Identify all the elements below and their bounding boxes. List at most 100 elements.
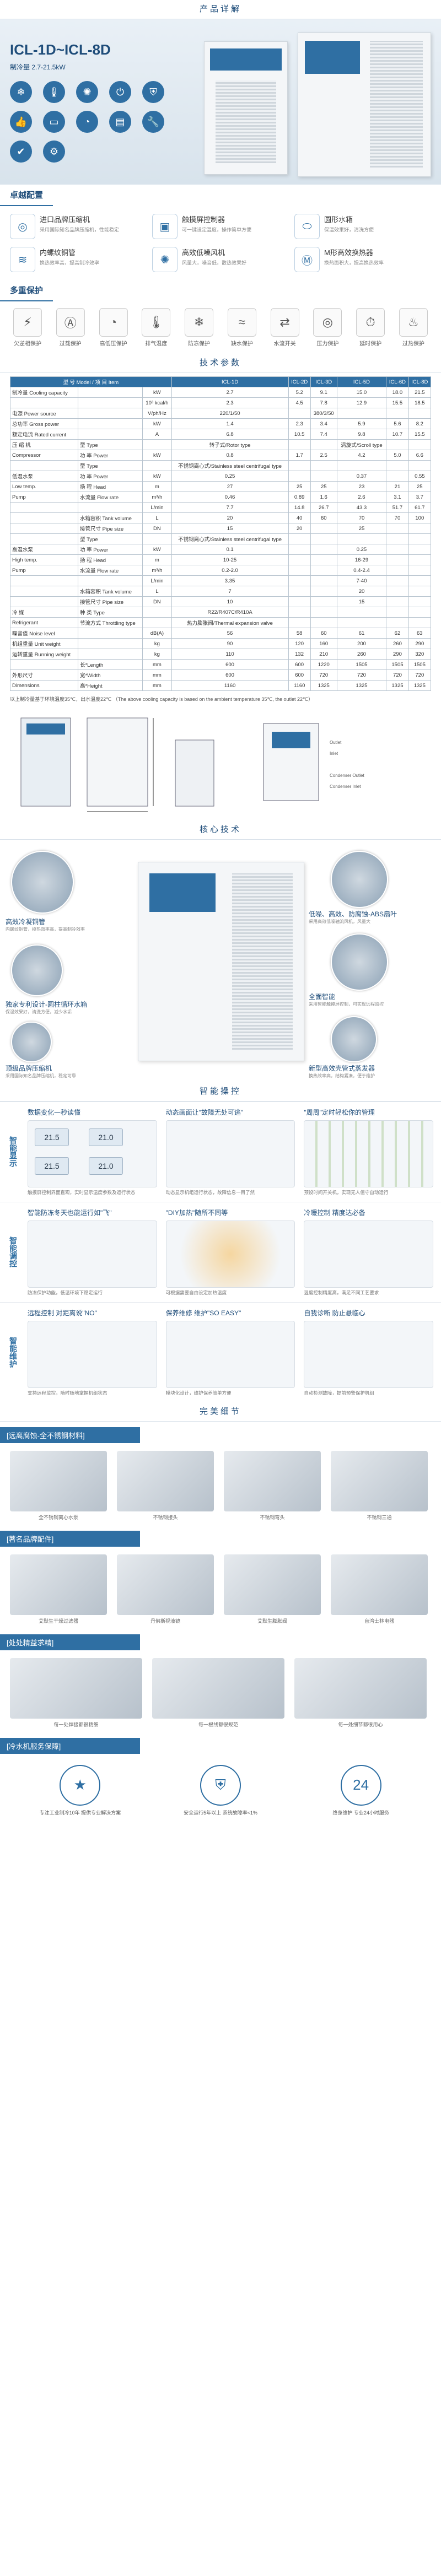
spec-cell: 高*Height <box>77 680 143 691</box>
spec-cell <box>386 565 409 576</box>
flow-switch-icon: ⇄ <box>270 308 299 337</box>
spec-cell: 10³ kcal/h <box>142 397 172 408</box>
spec-cell: 40 <box>288 512 311 523</box>
setting-icon: ⚙ <box>43 141 65 163</box>
spec-cell <box>386 471 409 482</box>
spec-cell <box>288 586 311 597</box>
spec-cell <box>408 460 432 471</box>
feature-title: 圆形水箱 <box>324 215 353 224</box>
protection-item: ⚡欠逆相保护 <box>10 308 45 347</box>
spec-cell: 外形尺寸 <box>10 669 78 681</box>
spec-cell <box>288 607 311 618</box>
spec-cell: 不锈钢离心式/Stainless steel centrifugal type <box>171 533 289 544</box>
spec-cell <box>310 460 337 471</box>
spec-cell: 15.5 <box>386 397 409 408</box>
spec-cell: 1325 <box>408 680 432 691</box>
tee-photo <box>331 1450 428 1511</box>
heat-exchanger-icon: Ⓜ <box>294 247 320 272</box>
callout-title: 低噪、高效、防腐蚀-ABS扇叶 <box>309 910 397 918</box>
lcd-value: 21.0 <box>89 1157 123 1175</box>
spec-cell <box>408 607 432 618</box>
spec-cell: 9.1 <box>310 387 337 398</box>
core-callout: 独家专利设计-圆柱循环水箱保温效果好，清洗方便，减少水垢 <box>6 1000 127 1015</box>
spec-cell: 600 <box>171 669 289 681</box>
feature-title: 内螺纹铜管 <box>40 249 76 257</box>
smart-box-title: "DIY加热"随所不同等 <box>165 1208 228 1217</box>
compressor-photo <box>11 1022 52 1062</box>
contactor-photo <box>331 1554 428 1615</box>
spec-cell <box>408 523 432 534</box>
spec-cell: 0.8 <box>171 450 289 461</box>
spec-cell: 10.7 <box>386 429 409 440</box>
core-callout: 全面智能采用智能触摸屏控制，可实现远程监控 <box>309 992 435 1007</box>
spec-cell: 10-25 <box>171 554 289 565</box>
core-callout: 低噪、高效、防腐蚀-ABS扇叶采用高效低噪轴流风机，风量大 <box>309 909 435 925</box>
spec-cell: 冷 媒 <box>10 607 78 618</box>
spec-cell: 600 <box>288 659 311 670</box>
service-text: 专注工业制冷10年 提供专业解决方案 <box>39 1810 121 1816</box>
smart-box-title: 数据变化一秒读懂 <box>28 1109 81 1116</box>
spec-cell <box>77 397 143 408</box>
maintenance-image <box>165 1320 295 1388</box>
smart-box-desc: 支持远程监控，随时随地掌握机组状态 <box>28 1390 107 1396</box>
spec-model-col: ICL-6D <box>386 376 409 387</box>
spec-cell <box>288 575 311 586</box>
feature-desc: 保温效果好，清洗方便 <box>324 227 374 233</box>
spec-cell: 1160 <box>171 680 289 691</box>
spec-cell: 1.7 <box>288 450 311 461</box>
spec-cell: 涡旋式/Scroll type <box>336 439 387 450</box>
spec-cell: 种 类 Type <box>77 607 143 618</box>
spec-cell: 60 <box>310 628 337 639</box>
spec-cell: 宽*Width <box>77 669 143 681</box>
spec-cell <box>288 596 311 607</box>
spec-cell <box>310 533 337 544</box>
gauge-icon: ◎ <box>313 308 342 337</box>
antifreeze-image <box>28 1220 157 1288</box>
spec-cell <box>10 512 78 523</box>
spec-cell: 56 <box>171 628 289 639</box>
chiller-unit-large <box>298 33 431 177</box>
spec-cell <box>288 439 311 450</box>
spec-cell: 220/1/50 <box>171 408 289 419</box>
elbow-photo <box>224 1450 321 1511</box>
detail-group-head: [著名品牌配件] <box>0 1530 140 1547</box>
spec-cell: 14.8 <box>288 502 311 513</box>
smart-box-desc: 动态显示机组运行状态，故障信息一目了然 <box>165 1190 255 1195</box>
detail-item: 不锈钢接头 <box>117 1450 214 1521</box>
spec-cell: 18.5 <box>408 397 432 408</box>
callout-title: 高效冷凝铜管 <box>6 918 46 926</box>
snowflake-icon: ❄ <box>185 308 214 337</box>
smart-side-label: 智能调控 <box>9 1236 18 1268</box>
spec-cell <box>288 471 311 482</box>
snowflake-icon: ❄ <box>10 81 32 103</box>
spec-cell: 6.6 <box>408 450 432 461</box>
spec-cell: 3.4 <box>310 418 337 429</box>
smart-box-desc: 防冻保护功能，低温环境下稳定运行 <box>28 1289 103 1295</box>
protection-item: ◔高低压保护 <box>96 308 131 347</box>
protection-title: 多重保护 <box>0 280 53 301</box>
spec-cell: 320 <box>408 649 432 660</box>
spec-cell: R22/R407C/R410A <box>171 607 289 618</box>
spec-cell: 0.37 <box>336 471 387 482</box>
inlet-label: Inlet <box>330 751 338 756</box>
outlet-label: Outlet <box>330 740 342 745</box>
detail-row-brands: 艾默生干燥过滤器 丹佛斯视液镜 艾默生膨胀阀 台湾士林电器 <box>0 1550 441 1629</box>
spec-cell: Pump <box>10 492 78 503</box>
spec-cell: 23 <box>336 481 387 492</box>
callout-desc: 换热效率高，结构紧凑，便于维护 <box>309 1073 375 1078</box>
detail-item: 不锈钢弯头 <box>224 1450 321 1521</box>
spec-item-header: 型 号 Model / 项 目 Item <box>10 376 172 387</box>
spec-cell <box>10 659 78 670</box>
spec-cell <box>310 523 337 534</box>
spec-cell: 2.6 <box>336 492 387 503</box>
spec-cell <box>10 523 78 534</box>
spec-cell: 15 <box>336 596 387 607</box>
sight-glass-photo <box>117 1554 214 1615</box>
spec-cell: 1220 <box>310 659 337 670</box>
service-item: ⛨安全运行5年以上 系统故障率<1% <box>165 1764 276 1816</box>
thermometer-icon: 🌡 <box>43 81 65 103</box>
spec-cell <box>386 544 409 555</box>
feature-desc: 采用国际知名品牌压缩机，性能稳定 <box>40 227 120 233</box>
